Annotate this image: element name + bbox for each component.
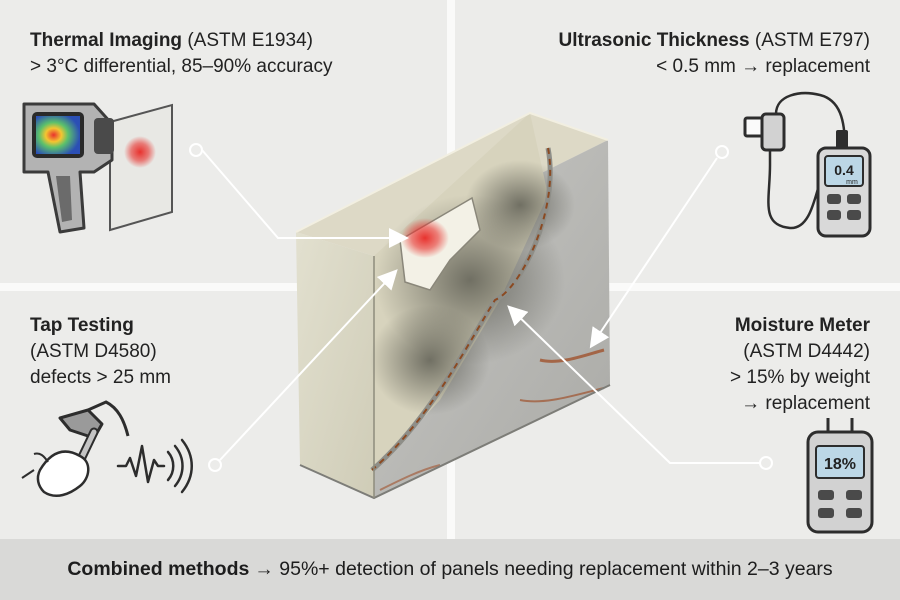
tap-title: Tap Testing xyxy=(30,315,134,336)
sandwich-panel xyxy=(295,111,611,500)
tap-standard: (ASTM D4580) xyxy=(30,341,157,362)
footer-text: → 95%+ detection of panels needing repla… xyxy=(254,558,833,580)
ultrasonic-display-unit: mm xyxy=(846,179,858,186)
ultrasonic-connector xyxy=(589,157,718,349)
sound-wave-icon xyxy=(116,438,193,494)
moisture-standard: (ASTM D4442) xyxy=(743,341,870,362)
thermal-anchor-dot xyxy=(189,143,203,157)
ultrasonic-thickness-label: Ultrasonic Thickness (ASTM E797) < 0.5 m… xyxy=(559,28,871,80)
footer-bold: Combined methods xyxy=(67,558,250,580)
tap-testing-label: Tap Testing (ASTM D4580) defects > 25 mm xyxy=(30,313,171,391)
ultrasonic-standard: (ASTM E797) xyxy=(754,30,870,51)
hammer-hand-icon xyxy=(21,400,130,497)
ultrasonic-detail: < 0.5 mm → replacement xyxy=(656,56,870,77)
thermal-camera-icon xyxy=(22,102,173,234)
thermal-standard: (ASTM E1934) xyxy=(187,30,313,51)
ultrasonic-display-value: 0.4 xyxy=(834,162,854,178)
moisture-display-value: 18% xyxy=(824,456,856,473)
tap-connector xyxy=(219,269,398,461)
moisture-connector xyxy=(507,305,760,464)
moisture-meter-label: Moisture Meter (ASTM D4442) > 15% by wei… xyxy=(730,313,870,417)
connector-lines xyxy=(189,143,773,472)
tap-detail: defects > 25 mm xyxy=(30,367,171,388)
footer-summary: Combined methods → 95%+ detection of pan… xyxy=(0,539,900,600)
ultrasonic-title: Ultrasonic Thickness xyxy=(558,30,750,51)
ultrasonic-gauge-icon: 0.4 mm xyxy=(743,91,872,238)
thermal-title: Thermal Imaging xyxy=(30,30,183,51)
moisture-detail-1: > 15% by weight xyxy=(730,367,870,388)
moisture-anchor-dot xyxy=(759,456,773,470)
ultrasonic-anchor-dot xyxy=(715,145,729,159)
moisture-title: Moisture Meter xyxy=(734,315,870,336)
thermal-connector xyxy=(201,149,409,248)
thermal-imaging-label: Thermal Imaging (ASTM E1934) > 3°C diffe… xyxy=(30,28,332,80)
thermal-detail: > 3°C differential, 85–90% accuracy xyxy=(30,56,333,77)
tap-anchor-dot xyxy=(208,458,222,472)
moisture-detail-2: → replacement xyxy=(741,393,870,414)
moisture-meter-icon: 18% xyxy=(806,418,874,534)
